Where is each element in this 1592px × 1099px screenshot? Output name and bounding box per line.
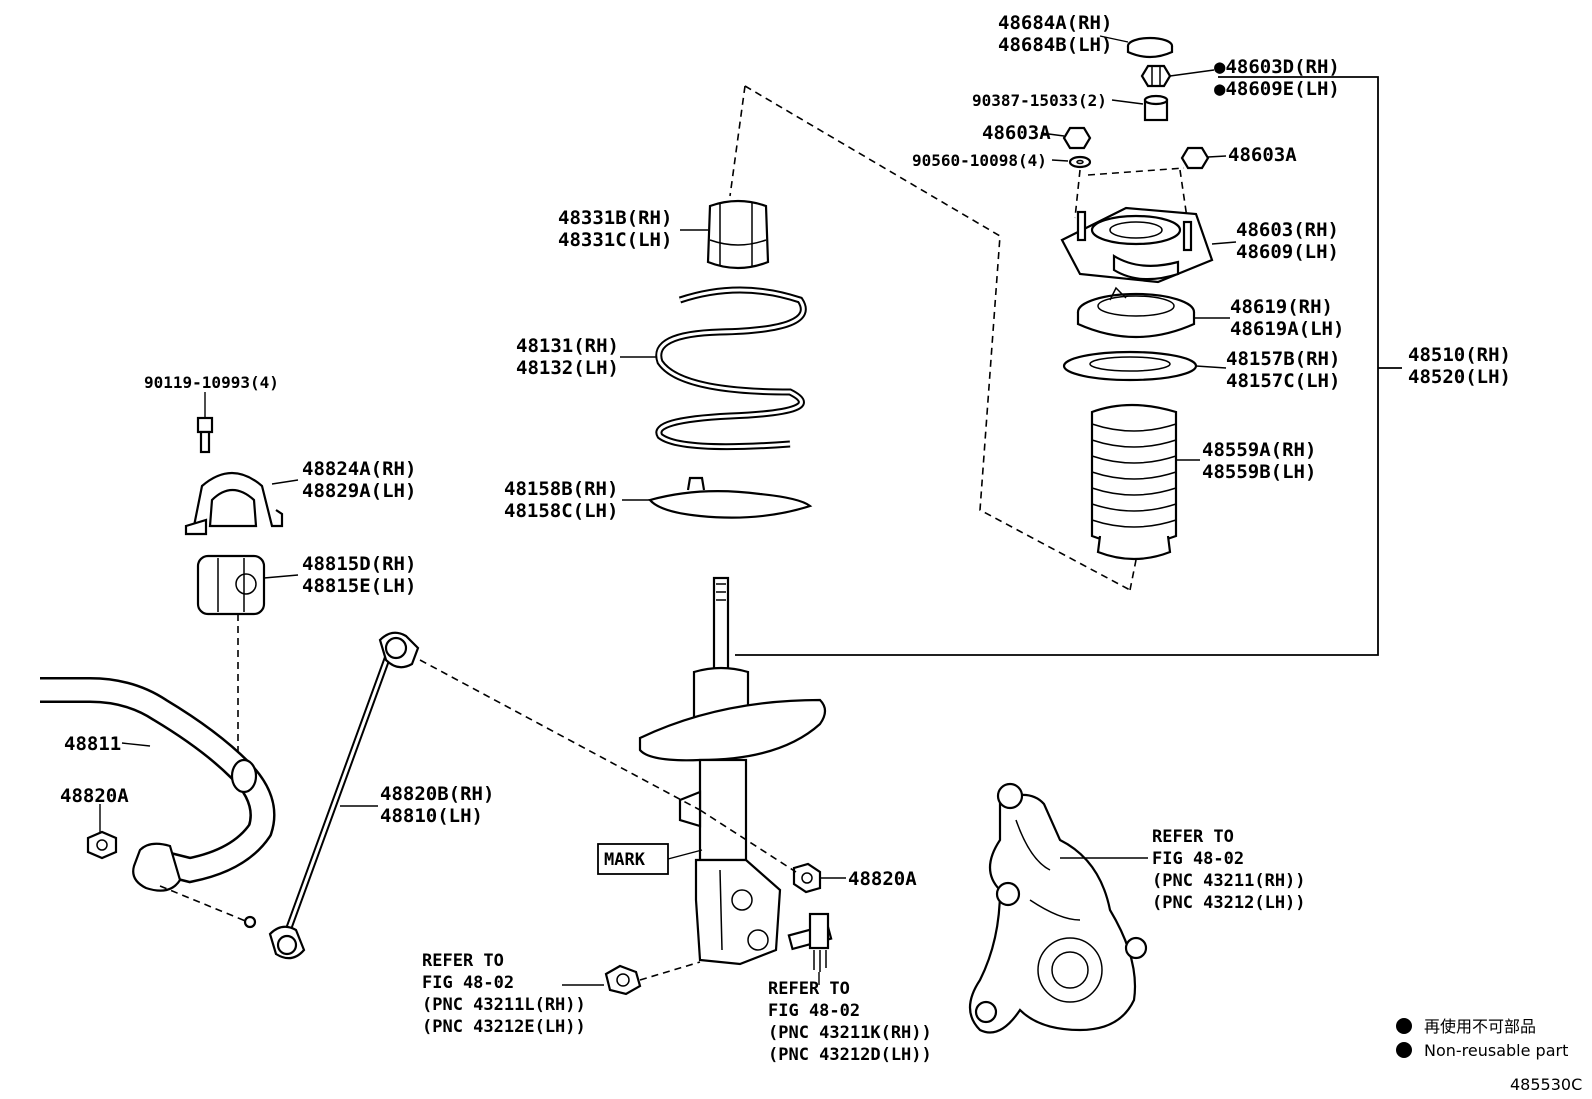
label-48131: 48131(RH) bbox=[516, 335, 619, 357]
label-48820a-left: 48820A bbox=[60, 785, 129, 807]
ref-bolt-line3: (PNC 43211K(RH)) bbox=[768, 1023, 932, 1043]
coil-spring bbox=[655, 286, 807, 451]
label-48684b: 48684B(LH) bbox=[998, 34, 1112, 56]
label-48820b: 48820B(RH) bbox=[380, 783, 494, 805]
collar bbox=[1143, 94, 1169, 122]
ref-bolt-line1: REFER TO bbox=[768, 979, 850, 999]
label-48603: 48603(RH) bbox=[1236, 219, 1339, 241]
ref-nut-line4: (PNC 43212E(LH)) bbox=[422, 1017, 586, 1037]
label-90560: 90560-10098(4) bbox=[912, 151, 1047, 170]
mark-box bbox=[597, 843, 669, 875]
bullet-dot-icon bbox=[1396, 1018, 1412, 1034]
label-48132: 48132(LH) bbox=[516, 357, 619, 379]
ref-knuckle-line2: FIG 48-02 bbox=[1152, 849, 1244, 869]
ref-nut-line3: (PNC 43211L(RH)) bbox=[422, 995, 586, 1015]
bump-stopper bbox=[706, 199, 770, 270]
strut-bolt bbox=[787, 912, 833, 972]
label-48559a: 48559A(RH) bbox=[1202, 439, 1316, 461]
label-48810: 48810(LH) bbox=[380, 805, 483, 827]
label-48520: 48520(LH) bbox=[1408, 366, 1511, 388]
label-48829a: 48829A(LH) bbox=[302, 480, 416, 502]
label-48609: 48609(LH) bbox=[1236, 241, 1339, 263]
label-48815e: 48815E(LH) bbox=[302, 575, 416, 597]
label-90119: 90119-10993(4) bbox=[144, 373, 279, 392]
label-48510: 48510(RH) bbox=[1408, 344, 1511, 366]
stabilizer-bar bbox=[40, 677, 276, 892]
legend-japanese: 再使用不可部品 bbox=[1424, 1017, 1536, 1036]
stabilizer-bracket bbox=[184, 472, 284, 536]
label-48815d: 48815D(RH) bbox=[302, 553, 416, 575]
label-48157b: 48157B(RH) bbox=[1226, 348, 1340, 370]
shock-absorber bbox=[638, 576, 827, 966]
upper-support bbox=[1060, 206, 1214, 284]
label-48811: 48811 bbox=[64, 733, 121, 755]
label-48820a-right: 48820A bbox=[848, 868, 917, 890]
mark-label: MARK bbox=[604, 850, 646, 870]
mount-nut-right bbox=[1180, 146, 1210, 170]
label-90387: 90387-15033(2) bbox=[972, 91, 1107, 110]
mount-nut-left bbox=[1062, 126, 1092, 150]
label-48609e: ●48609E(LH) bbox=[1214, 78, 1340, 100]
ref-knuckle-line4: (PNC 43212(LH)) bbox=[1152, 893, 1306, 913]
ref-knuckle-line3: (PNC 43211(RH)) bbox=[1152, 871, 1306, 891]
strut-cap bbox=[1126, 36, 1174, 59]
ref-knuckle-line1: REFER TO bbox=[1152, 827, 1234, 847]
washer bbox=[1068, 155, 1092, 169]
label-48158c: 48158C(LH) bbox=[504, 500, 618, 522]
legend-english: Non-reusable part bbox=[1424, 1041, 1568, 1060]
stabilizer-bushing bbox=[196, 554, 266, 616]
spring-insulator-lower bbox=[648, 476, 813, 519]
label-48157c: 48157C(LH) bbox=[1226, 370, 1340, 392]
label-48158b: 48158B(RH) bbox=[504, 478, 618, 500]
figure-id: 485530C bbox=[1510, 1075, 1582, 1094]
upper-nut bbox=[1140, 64, 1172, 88]
steering-knuckle bbox=[968, 782, 1148, 1034]
label-48603d: ●48603D(RH) bbox=[1214, 56, 1340, 78]
label-48603a-right: 48603A bbox=[1228, 144, 1297, 166]
stabilizer-link bbox=[243, 631, 420, 960]
strut-lower-nut bbox=[604, 964, 642, 996]
label-48331b: 48331B(RH) bbox=[558, 207, 672, 229]
strut-bearing bbox=[1076, 286, 1196, 339]
label-48824a: 48824A(RH) bbox=[302, 458, 416, 480]
label-48603a-left: 48603A bbox=[982, 122, 1051, 144]
bracket-bolt bbox=[196, 416, 214, 454]
label-48619a: 48619A(LH) bbox=[1230, 318, 1344, 340]
stabilizer-nut-left bbox=[86, 830, 118, 860]
label-48331c: 48331C(LH) bbox=[558, 229, 672, 251]
label-48684a: 48684A(RH) bbox=[998, 12, 1112, 34]
ref-nut-line1: REFER TO bbox=[422, 951, 504, 971]
stabilizer-link-nut bbox=[792, 862, 822, 894]
spring-insulator-upper bbox=[1062, 350, 1198, 382]
ref-nut-line2: FIG 48-02 bbox=[422, 973, 514, 993]
dust-boot bbox=[1090, 403, 1178, 561]
label-48619: 48619(RH) bbox=[1230, 296, 1333, 318]
ref-bolt-line4: (PNC 43212D(LH)) bbox=[768, 1045, 932, 1065]
label-48559b: 48559B(LH) bbox=[1202, 461, 1316, 483]
bullet-dot-icon bbox=[1396, 1042, 1412, 1058]
ref-bolt-line2: FIG 48-02 bbox=[768, 1001, 860, 1021]
